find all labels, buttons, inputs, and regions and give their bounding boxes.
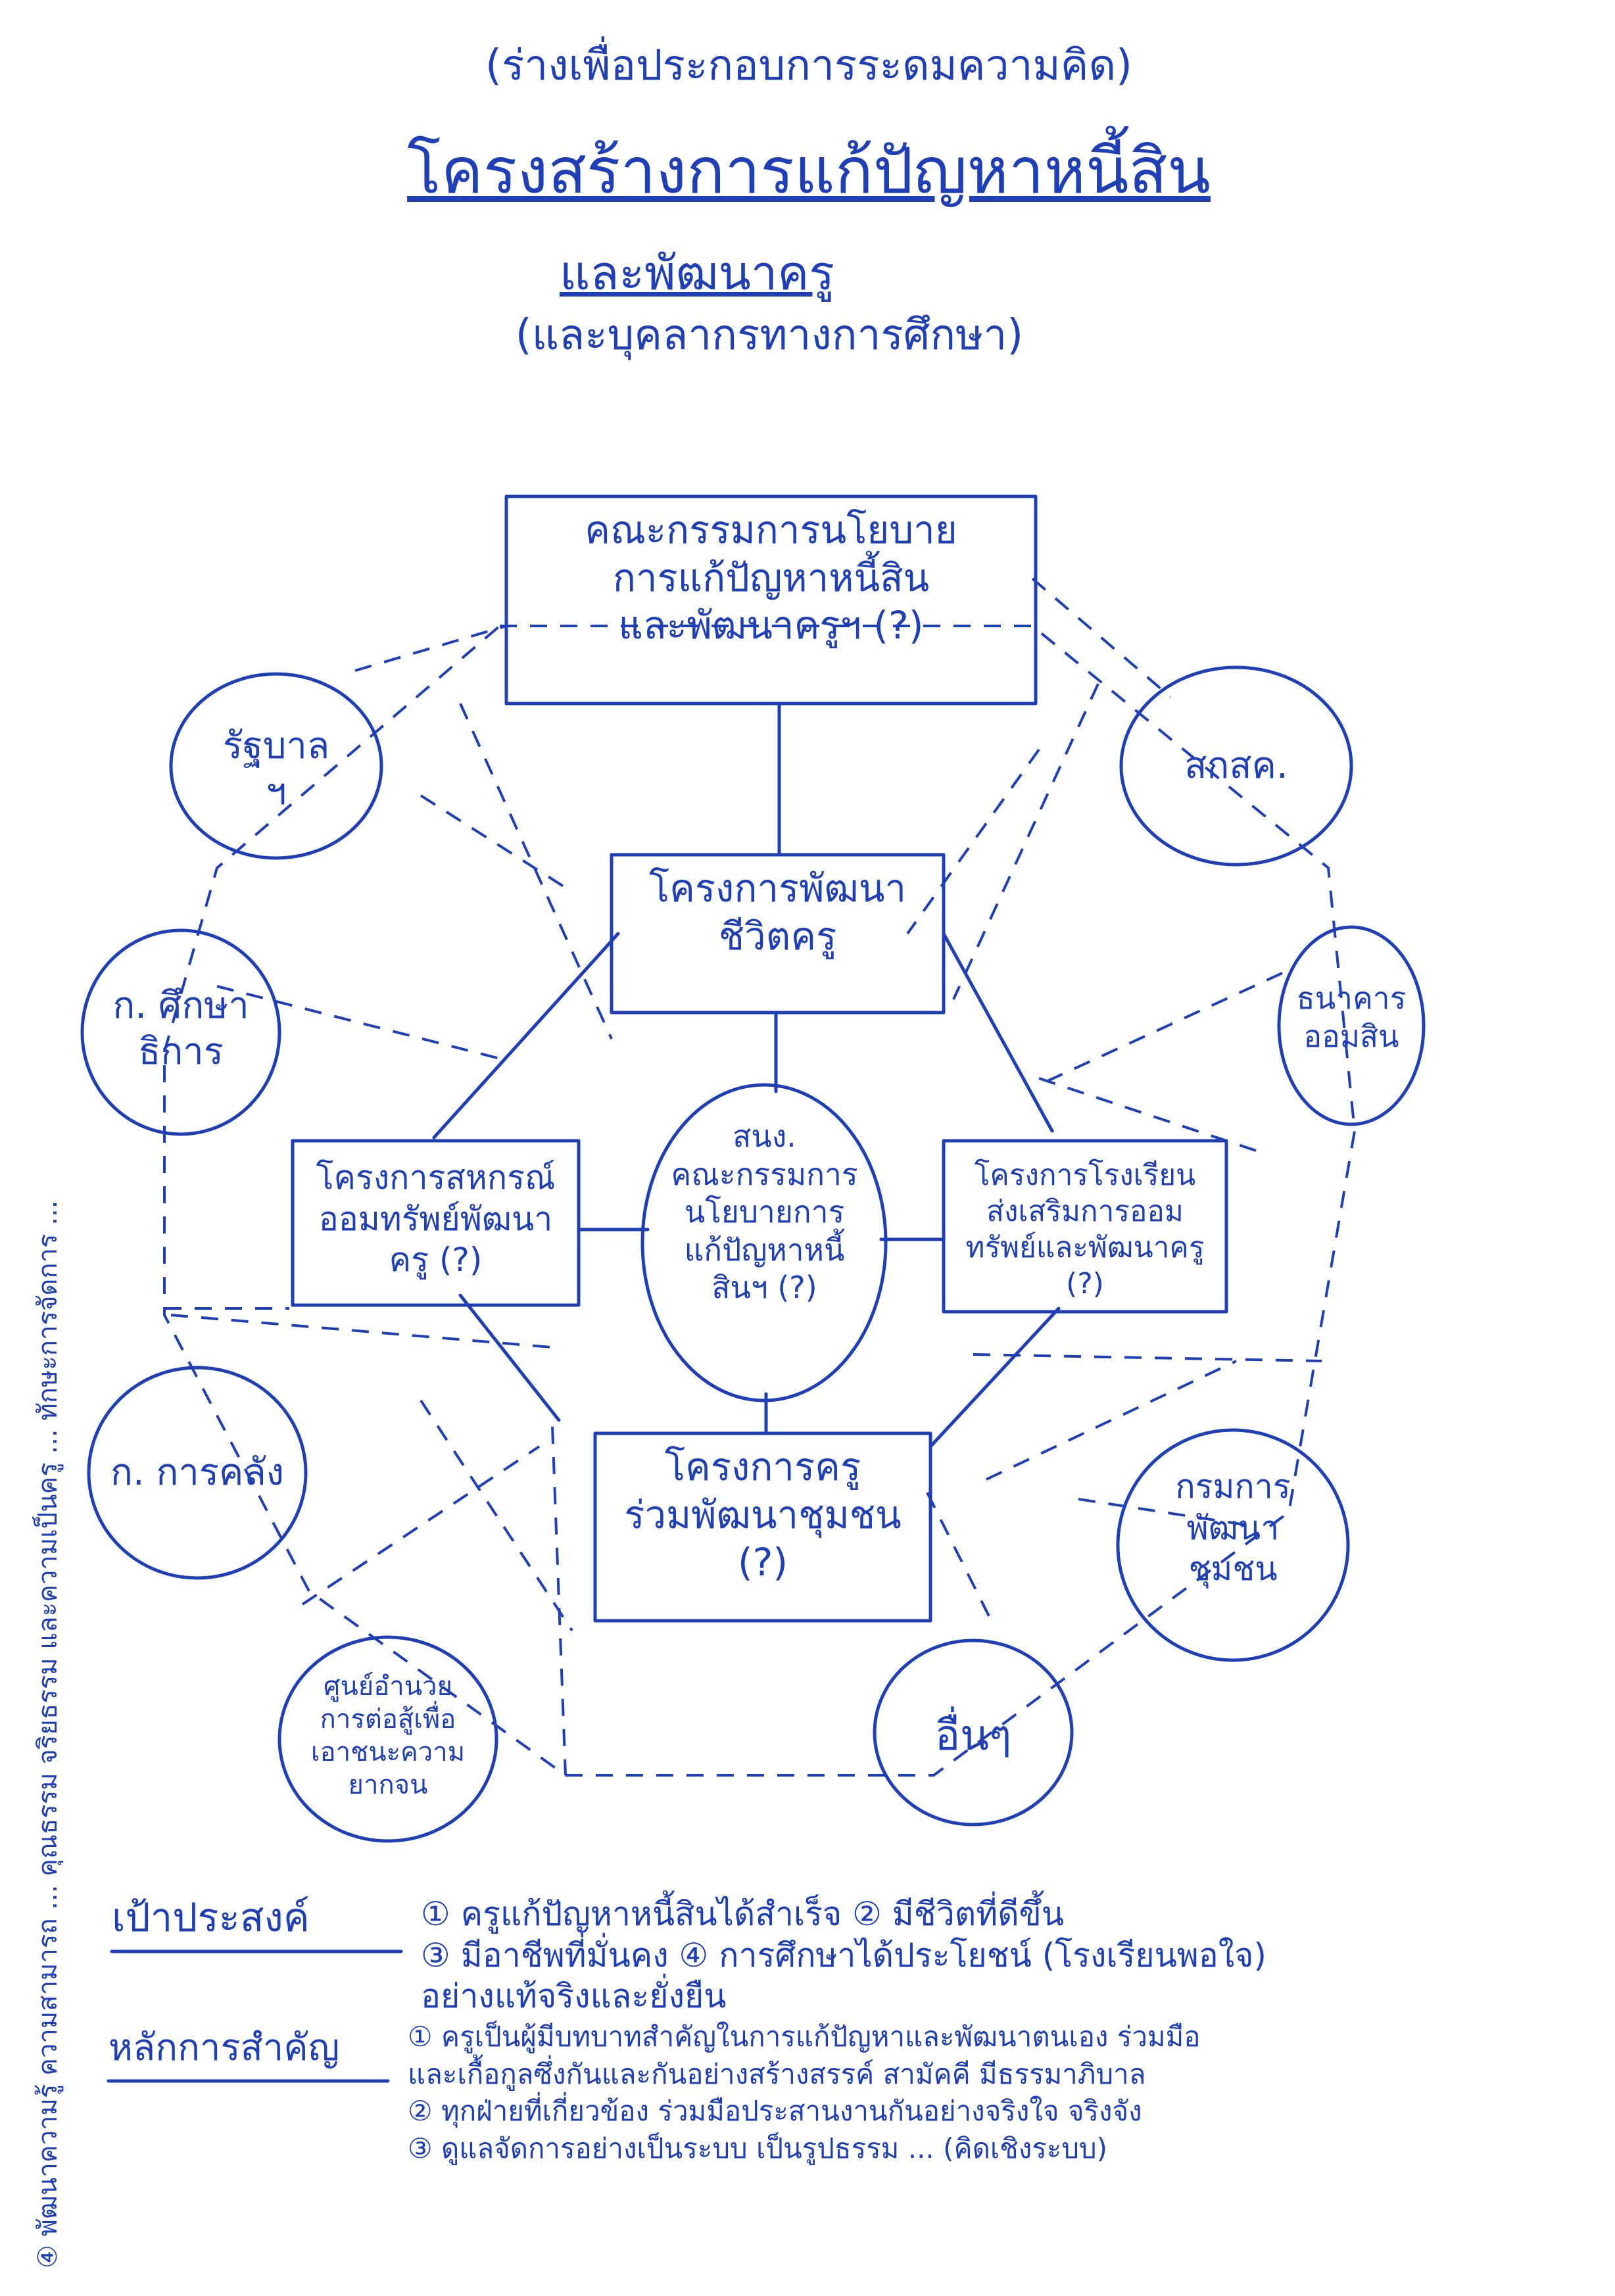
right-box-frame (942, 1139, 1228, 1314)
satellite-education-ministry: ก. ศึกษา ธิการ (112, 984, 249, 1073)
hub-label: สนง. คณะกรรมการ นโยบายการ แก้ปัญหาหนี้ ส… (671, 1118, 858, 1305)
center-box-frame (610, 853, 946, 1015)
page-subtitle: (และบุคลากรทางการศึกษา) (515, 311, 1024, 360)
satellite-savings-bank: ธนาคาร ออมสิน (1296, 980, 1407, 1054)
center-box-label: โครงการพัฒนา ชีวิตครู (648, 866, 907, 959)
draft-note: (ร่างเพื่อประกอบการระดมความคิด) (485, 41, 1132, 90)
left-box-frame (291, 1139, 581, 1307)
principles-label: หลักการสำคัญ (108, 2026, 340, 2069)
satellite-others: อื่นๆ (934, 1711, 1012, 1760)
side-note: ④ พัฒนาความรู้ ความสามารถ ... คุณธรรม จร… (33, 1200, 63, 2268)
satellite-poverty-center: ศูนย์อำนวย การต่อสู้เพื่อ เอาชนะความ ยาก… (310, 1671, 466, 1800)
outer-dashed-frame (163, 625, 1357, 1777)
satellite-finance-ministry: ก. การคลัง (110, 1451, 285, 1494)
bottom-box-frame (593, 1431, 932, 1623)
objectives-text: ① ครูแก้ปัญหาหนี้สินได้สำเร็จ ② มีชีวิตท… (421, 1895, 1266, 2015)
satellite-government: รัฐบาล ฯ (222, 725, 330, 813)
hub-ellipse (640, 1083, 888, 1402)
bottom-box-label: โครงการครู ร่วมพัฒนาชุมชน (?) (624, 1445, 902, 1585)
page-title: โครงสร้างการแก้ปัญหาหนี้สิน (407, 134, 1211, 208)
top-box-frame (504, 494, 1038, 706)
satellite-teachers-council: สกสค. (1184, 744, 1288, 787)
left-box-label: โครงการสหกรณ์ ออมทรัพย์พัฒนา ครู (?) (316, 1159, 556, 1279)
right-box-label: โครงการโรงเรียน ส่งเสริมการออม ทรัพย์และ… (965, 1159, 1205, 1301)
page-title-line2: และพัฒนาครู (559, 245, 835, 300)
principles-text: ① ครูเป็นผู้มีบทบาทสำคัญในการแก้ปัญหาและ… (408, 2021, 1201, 2165)
top-box-label: คณะกรรมการนโยบาย การแก้ปัญหาหนี้สิน และพ… (585, 508, 957, 648)
objectives-label: เป้าประสงค์ (112, 1895, 310, 1941)
satellite-community-dev: กรมการ พัฒนา ชุมชน (1175, 1468, 1291, 1588)
